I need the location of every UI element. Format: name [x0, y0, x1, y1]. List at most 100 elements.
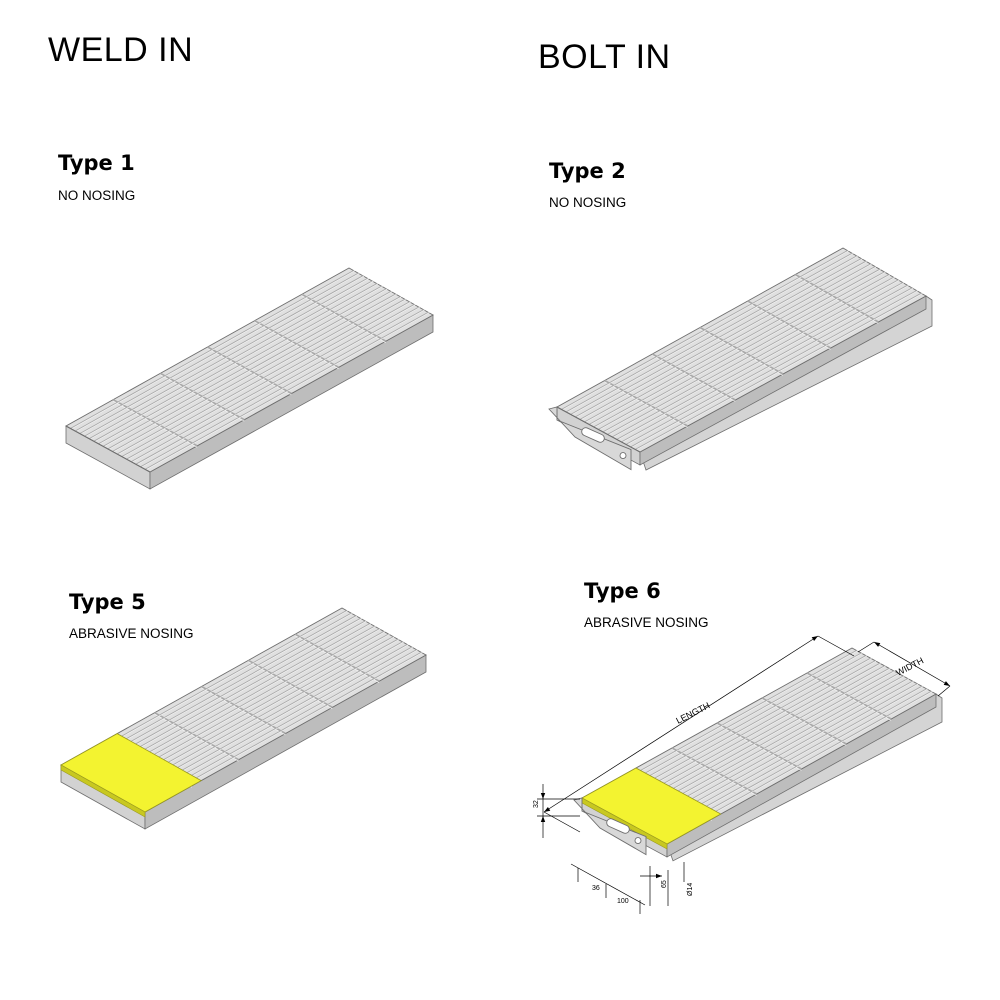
dim-bottom-line [570, 863, 646, 906]
type-6-tread [573, 647, 943, 862]
cross-bar [630, 290, 918, 448]
type-2-tread [548, 247, 933, 471]
cross-bar [121, 298, 406, 458]
cross-bar-highlight [85, 278, 370, 437]
bearing-bar-highlight [201, 687, 286, 736]
dim-height-arrow-top [540, 793, 546, 799]
bearing-bar-highlight [160, 374, 245, 422]
cross-bar-highlight [109, 291, 393, 450]
cross-bar [131, 304, 415, 463]
dim-width-arrow-start [874, 642, 881, 647]
cross-bar-highlight [81, 275, 365, 434]
cross-bar [593, 268, 881, 428]
cross-bar-highlight [90, 280, 374, 440]
cross-bar-highlight [118, 296, 402, 455]
bearing-bar-highlight [154, 713, 239, 762]
cross-bar-highlight [132, 304, 416, 463]
cross-bar-highlight [581, 261, 868, 420]
cross-bar-highlight [636, 293, 923, 450]
dim-slot-span-label: 100 [617, 898, 629, 905]
cross-bar [84, 277, 368, 437]
dim-length-line [543, 635, 819, 813]
bolt-hole [619, 452, 627, 460]
cross-bar [607, 276, 895, 436]
cross-bar-highlight [590, 266, 877, 425]
cross-bar [561, 250, 848, 411]
dim-hole-offset-label: 65 [661, 880, 668, 888]
bearing-bar-highlight [248, 661, 333, 710]
cross-bar-highlight [604, 274, 891, 433]
cross-bar [584, 263, 871, 423]
nosing-front [60, 764, 146, 818]
dim-width-ext-left [857, 641, 875, 653]
type-2-nosing: NO NOSING [549, 195, 627, 210]
cross-bar-highlight [594, 269, 882, 428]
cross-bar [621, 284, 908, 443]
type-5-tread [60, 607, 427, 830]
bearing-bar-highlight [112, 400, 198, 448]
cross-bar-highlight [585, 263, 873, 423]
dim-width-arrow-end [943, 681, 950, 686]
cross-bar-highlight [99, 286, 384, 445]
heading-bolt-in: BOLT IN [538, 38, 671, 76]
cross-bar [625, 287, 913, 446]
bearing-bar-highlight [806, 674, 892, 721]
type-1-title: Type 1 [58, 151, 135, 175]
cross-bar [602, 274, 890, 433]
bolt-slot [581, 427, 605, 443]
cross-bar-highlight [146, 312, 430, 470]
cross-bar-highlight [123, 299, 407, 457]
bearing-bar-highlight [699, 328, 784, 376]
cross-bar-highlight [104, 288, 388, 447]
type-6-title: Type 6 [584, 579, 661, 603]
cross-bar-highlight [613, 279, 900, 438]
cross-bar [126, 301, 410, 460]
cross-bar-highlight [567, 253, 854, 413]
cross-bar [570, 255, 858, 416]
cross-bar [112, 293, 396, 453]
cross-bar-highlight [127, 301, 412, 460]
dim-hole-arrow [656, 873, 662, 879]
bearing-bar-highlight [207, 348, 292, 396]
dim-length-ext-front [543, 811, 581, 833]
bearing-bar-highlight [716, 724, 802, 771]
cross-bar-highlight [631, 290, 919, 448]
cross-bar [598, 271, 885, 431]
cross-bar [79, 275, 364, 435]
dim-length-arrow-start [544, 807, 551, 812]
bolt-slot [606, 818, 630, 834]
dim-width-ext-right [937, 685, 951, 697]
cross-bar [103, 288, 387, 447]
dim-width-label: WIDTH [894, 655, 925, 677]
cross-bar-highlight [76, 272, 360, 432]
bearing-bar-highlight [795, 275, 879, 324]
cross-bar [135, 306, 420, 465]
heading-weld-in: WELD IN [48, 31, 194, 69]
type-2-title: Type 2 [549, 159, 626, 183]
cross-bar-highlight [576, 258, 863, 418]
cross-bar [89, 280, 373, 440]
bearing-bar-highlight [761, 699, 847, 746]
bearing-bar-highlight [254, 321, 339, 370]
cross-bar [565, 252, 853, 413]
dim-length-ext-back [817, 635, 855, 657]
dim-slot-offset-label: 36 [592, 885, 600, 892]
cross-bar-highlight [618, 282, 905, 440]
dim-hole-dia-label: Ø14 [687, 883, 694, 896]
front-edge [65, 425, 151, 473]
dim-length-label: LENGTH [674, 700, 711, 725]
bearing-bar-highlight [301, 295, 387, 343]
cross-bar [635, 292, 922, 451]
cross-bar-highlight [141, 309, 426, 468]
cross-bar-highlight [599, 271, 886, 430]
cross-bar [117, 296, 401, 455]
bearing-bar-highlight [671, 749, 757, 796]
cross-bar [616, 282, 904, 441]
cross-bar [107, 290, 392, 450]
cross-bar-highlight [622, 285, 909, 443]
cross-bar [93, 283, 378, 442]
dim-height-label: 32 [533, 800, 540, 808]
cross-bar [145, 311, 429, 470]
bearing-bar-highlight [294, 635, 380, 683]
cross-bar [70, 270, 354, 430]
